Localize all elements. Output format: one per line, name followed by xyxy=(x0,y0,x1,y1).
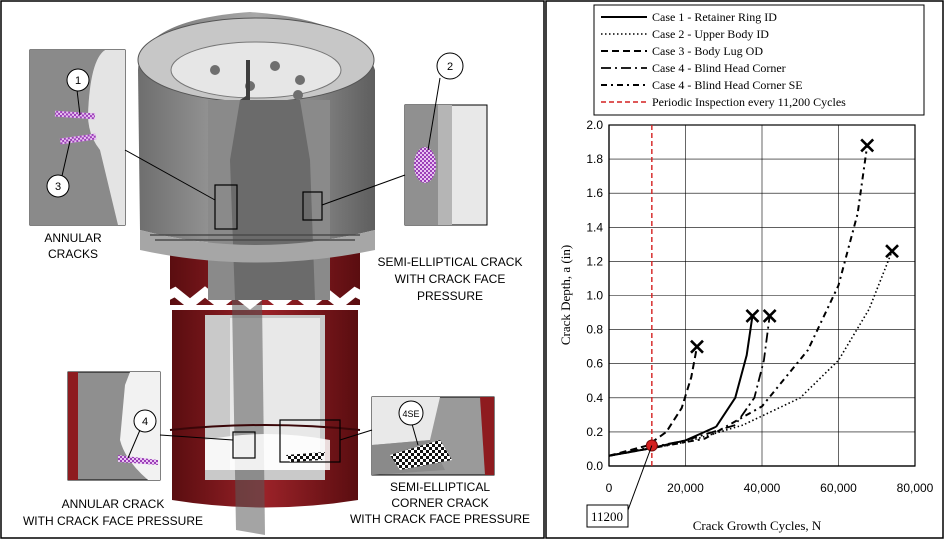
y-tick-label: 1.0 xyxy=(586,289,603,303)
annular-crack-pressure-label-1: ANNULAR CRACK xyxy=(62,497,165,511)
y-tick-label: 1.2 xyxy=(586,254,603,268)
annular-cracks-label-1: ANNULAR xyxy=(44,231,102,245)
plot-area xyxy=(608,124,916,467)
failure-marker xyxy=(762,309,777,323)
callout-2: 2 xyxy=(427,52,464,151)
failure-marker xyxy=(690,339,704,354)
legend-entry-label: Case 4 - Blind Head Corner xyxy=(652,61,786,75)
callout-2-label: 2 xyxy=(447,61,453,73)
callout-3: 3 xyxy=(46,140,71,198)
y-tick-label: 0.2 xyxy=(586,425,603,439)
corner-crack-label-3: WITH CRACK FACE PRESSURE xyxy=(350,512,530,526)
x-tick-label: 80,000 xyxy=(897,481,934,495)
y-tick-label: 0.4 xyxy=(586,391,603,405)
x-tick-labels: 0 20,000 40,000 60,000 80,000 xyxy=(606,481,934,495)
y-tick-label: 0.6 xyxy=(586,357,603,371)
right-panel-border xyxy=(545,0,944,539)
annular-crack-pressure-label-2: WITH CRACK FACE PRESSURE xyxy=(23,514,203,528)
x-axis-label: Crack Growth Cycles, N xyxy=(693,518,822,533)
inspection-line-group: 11200 xyxy=(586,125,658,528)
failure-marker xyxy=(745,309,760,323)
series-line xyxy=(608,346,698,457)
chart-legend: Case 1 - Retainer Ring ID Case 2 - Upper … xyxy=(593,4,925,116)
crack-growth-chart: Case 1 - Retainer Ring ID Case 2 - Upper … xyxy=(558,4,934,533)
failure-marker xyxy=(860,138,875,153)
y-tick-label: 0.8 xyxy=(586,323,603,337)
inspection-marker-box xyxy=(586,504,629,528)
component-illustration xyxy=(137,12,375,535)
legend-entry-label: Periodic Inspection every 11,200 Cycles xyxy=(652,95,846,109)
semi-elliptical-label-2: WITH CRACK FACE xyxy=(395,272,506,286)
legend-entry-label: Case 3 - Body Lug OD xyxy=(652,44,763,58)
callout-4-label: 4 xyxy=(142,416,148,428)
x-tick-label: 60,000 xyxy=(820,481,857,495)
callout-4: 4 xyxy=(127,409,157,459)
series-line xyxy=(608,315,754,457)
y-tick-label: 1.4 xyxy=(586,220,603,234)
series-line xyxy=(608,315,771,457)
legend-entry-label: Case 4 - Blind Head Corner SE xyxy=(652,78,803,92)
x-tick-label: 40,000 xyxy=(744,481,781,495)
legend-entry-label: Case 2 - Upper Body ID xyxy=(652,27,769,41)
inset-semi-elliptical xyxy=(321,104,488,226)
y-tick-labels: 0.0 0.2 0.4 0.6 0.8 1.0 1.2 1.4 1.6 1.8 2.0 xyxy=(586,118,603,473)
corner-crack-label-1: SEMI-ELLIPTICAL xyxy=(390,480,490,494)
series-line xyxy=(608,250,893,457)
annular-cracks-label-2: CRACKS xyxy=(48,247,98,261)
left-panel-border xyxy=(0,0,545,539)
y-tick-label: 1.6 xyxy=(586,186,603,200)
inspection-marker-label: 11200 xyxy=(591,509,623,524)
x-tick-label: 0 xyxy=(606,481,613,495)
legend-entry-label: Case 1 - Retainer Ring ID xyxy=(652,10,777,24)
chart-grid xyxy=(608,124,916,467)
chart-series xyxy=(608,138,899,457)
semi-elliptical-label-3: PRESSURE xyxy=(417,289,483,303)
y-tick-label: 1.8 xyxy=(586,152,603,166)
callout-4se-label: 4SE xyxy=(402,409,419,419)
legend-box xyxy=(593,4,925,116)
corner-crack-label-2: CORNER CRACK xyxy=(391,496,488,510)
callout-1: 1 xyxy=(66,68,90,116)
callout-4se: 4SE xyxy=(398,400,424,446)
inset-corner-crack xyxy=(339,396,495,476)
y-axis-label: Crack Depth, a (in) xyxy=(558,245,573,345)
inspection-leader xyxy=(627,445,653,511)
series-line xyxy=(608,145,869,457)
callout-1-label: 1 xyxy=(75,75,81,87)
semi-elliptical-label-1: SEMI-ELLIPTICAL CRACK xyxy=(378,255,523,269)
callout-3-label: 3 xyxy=(55,181,61,193)
x-tick-label: 20,000 xyxy=(667,481,704,495)
y-tick-label: 0.0 xyxy=(586,459,603,473)
failure-marker xyxy=(885,244,899,259)
y-tick-label: 2.0 xyxy=(586,118,603,132)
